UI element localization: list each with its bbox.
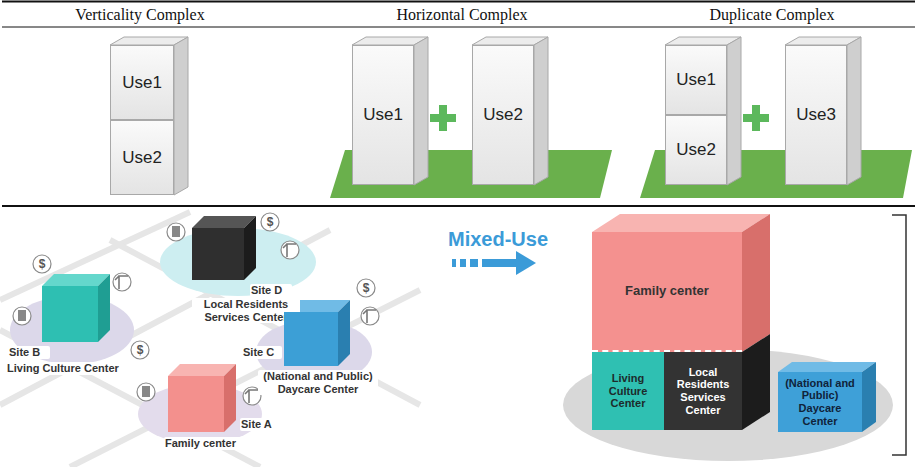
crane-icon-part — [361, 307, 379, 325]
use-box: Use1 — [110, 45, 174, 120]
box-label: Family center — [625, 284, 709, 299]
transform-arrow — [452, 251, 536, 275]
site-area — [10, 228, 372, 444]
bracket — [892, 215, 906, 455]
site-cube: Site AFamily center — [168, 376, 224, 432]
road-part — [0, 330, 260, 467]
road — [0, 212, 420, 467]
crane-icon-part — [115, 276, 128, 289]
cost-icon-part — [33, 255, 51, 273]
column-header: Verticality Complex — [40, 4, 240, 26]
site-name: Site D — [250, 284, 292, 297]
combined-building-part — [742, 334, 770, 430]
building-icon-part — [167, 223, 185, 241]
site-name: Site A — [240, 418, 282, 431]
site-area-part — [160, 228, 316, 296]
building-faces-part — [534, 37, 548, 185]
process-label: Mixed-Use — [436, 226, 560, 252]
combined-building — [563, 214, 893, 461]
cube-faces-part — [338, 300, 350, 366]
cost-symbol: $ — [33, 255, 51, 273]
transform-arrow-part — [452, 259, 456, 267]
facility-name: Family center — [164, 437, 260, 450]
building-icon-part — [172, 226, 180, 237]
box-label: Use1 — [122, 73, 162, 93]
table-rule — [2, 2, 915, 207]
box-label: Local Residents Services Center — [667, 366, 739, 417]
cost-icon-part — [131, 341, 149, 359]
site-cube: Site BLiving Culture Center — [42, 286, 98, 342]
combined-building-part — [563, 349, 893, 461]
plus-sign-part — [752, 105, 760, 131]
building-faces-part — [727, 37, 741, 185]
building-icon-part — [137, 383, 155, 401]
site-name: Site B — [8, 346, 50, 359]
site-name: Site C — [242, 346, 282, 359]
combined-building-part — [592, 214, 770, 232]
crane-icon-part — [283, 244, 296, 257]
crane-icon — [113, 241, 379, 405]
cube-faces-part — [98, 274, 110, 342]
cost-symbol: $ — [261, 213, 279, 231]
crane-icon-part — [245, 390, 258, 403]
combined-building-part — [742, 214, 770, 352]
cube-faces-part — [224, 364, 236, 432]
building-faces-part — [847, 37, 861, 185]
box-label: Use2 — [676, 140, 716, 160]
building-faces-part — [414, 37, 428, 185]
cost-icon-part — [261, 213, 279, 231]
box-label: Use1 — [363, 105, 403, 125]
cost-symbol: $ — [131, 341, 149, 359]
use-box: Use2 — [110, 120, 174, 195]
combined-building-part — [862, 362, 876, 432]
cube-faces — [42, 216, 350, 432]
crane-icon-part — [113, 273, 131, 291]
column-header: Horizontal Complex — [362, 4, 562, 26]
crane-icon-part — [281, 241, 299, 259]
facility-block: Local Residents Services Center — [664, 352, 742, 430]
use-box: Use2 — [472, 45, 534, 185]
use-box: Use1 — [352, 45, 414, 185]
use-box: Use2 — [665, 115, 727, 185]
transform-arrow-part — [470, 259, 478, 267]
building-icon-part — [142, 386, 150, 397]
transform-arrow-part — [516, 251, 536, 275]
transform-arrow-part — [460, 259, 466, 267]
site-cube: Site DLocal Residents Services Center — [192, 228, 244, 280]
crane-icon-part — [363, 310, 376, 323]
use-box: Use3 — [785, 45, 847, 185]
box-label: Use3 — [796, 105, 836, 125]
cost-icon-part — [357, 279, 375, 297]
cube-faces-part — [244, 216, 256, 280]
cost-symbol: $ — [357, 279, 375, 297]
combined-building-part — [778, 362, 876, 372]
table-rule-part — [2, 1, 915, 3]
transform-arrow-part — [482, 259, 516, 267]
facility-block: Living Culture Center — [592, 352, 664, 430]
building-icon-part — [18, 310, 26, 321]
building-icon-part — [13, 307, 31, 325]
box-label: Use2 — [122, 148, 162, 168]
box-label: Use2 — [483, 105, 523, 125]
table-rule-part — [2, 205, 915, 207]
column-header: Duplicate Complex — [672, 4, 872, 26]
facility-block: (National and Public) Daycare Center — [778, 372, 862, 432]
facility-name: (National and Public) Daycare Center — [258, 370, 378, 395]
facility-name: Living Culture Center — [6, 362, 132, 375]
table-rule-part — [2, 27, 915, 28]
plus-sign-part — [439, 105, 447, 131]
box-label: Use1 — [676, 70, 716, 90]
use-box: Use1 — [665, 45, 727, 115]
box-label: Living Culture Center — [595, 372, 661, 410]
building-faces — [110, 37, 861, 195]
box-label: (National and Public) Daycare Center — [781, 377, 859, 428]
building-faces-part — [174, 37, 188, 195]
site-cube: Site C(National and Public) Daycare Cent… — [284, 312, 338, 366]
facility-block: Family center — [592, 232, 742, 352]
